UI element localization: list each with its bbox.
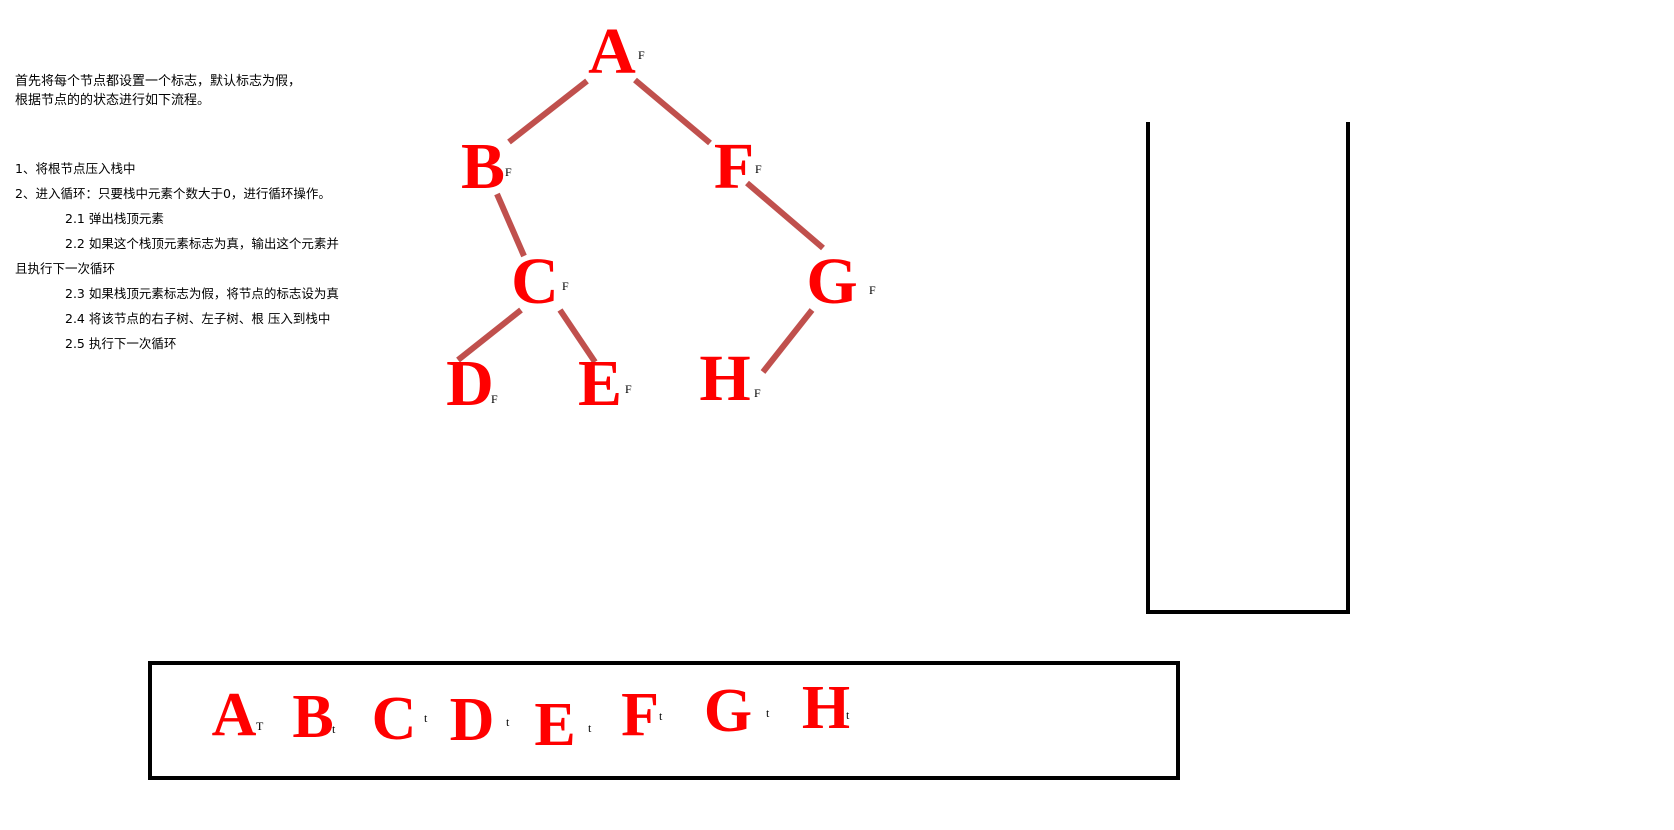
step-line: 2.3 如果栈顶元素标志为假，将节点的标志设为真 [65,286,339,301]
stack-container [1146,122,1350,614]
step-line: 2、进入循环：只要栈中元素个数大于0，进行循环操作。 [15,186,331,201]
tree-node-flag-h: F [754,386,761,400]
tree-node-flag-g: F [869,283,876,297]
tree-edge-a-f [633,77,712,146]
tree-node-flag-c: F [562,279,569,293]
output-item-c: C [372,685,417,753]
output-item-flag-e: t [588,721,592,735]
tree-edges [456,77,825,374]
tree-node-d: D [446,347,494,420]
output-item-flag-c: t [424,711,428,725]
tree-node-flag-e: F [625,382,632,396]
step-line: 2.1 弹出栈顶元素 [65,211,164,226]
output-item-flag-d: t [506,715,510,729]
intro-line-1: 首先将每个节点都设置一个标志，默认标志为假， [15,74,302,89]
step-line: 且执行下一次循环 [15,261,116,276]
output-item-h: H [802,674,850,742]
tree-node-a: A [588,15,636,88]
output-item-flag-b: t [332,722,336,736]
tree-edge-c-d [456,307,523,363]
tree-node-flag-d: F [491,392,498,406]
intro-line-2: 根据节点的的状态进行如下流程。 [15,93,211,108]
tree-node-b: B [461,130,505,203]
output-item-d: D [450,686,495,754]
step-line: 2.2 如果这个栈顶元素标志为真，输出这个元素并 [65,236,339,251]
output-item-f: F [621,681,659,749]
tree-edge-g-h [760,308,815,374]
output-item-e: E [534,691,575,759]
tree-node-flag-a: F [638,48,645,62]
step-line: 2.5 执行下一次循环 [65,336,177,351]
tree-edge-a-b [507,78,589,145]
output-item-flag-f: t [659,709,663,723]
output-item-b: B [292,683,333,751]
steps-list: 1、将根节点压入栈中 2、进入循环：只要栈中元素个数大于0，进行循环操作。 2.1 … [15,156,355,356]
output-box [148,661,1180,780]
tree-node-c: C [511,245,559,318]
tree-node-h: H [699,342,750,415]
tree-node-flag-b: F [505,165,512,179]
step-line: 2.4 将该节点的右子树、左子树、根 压入到栈中 [65,311,331,326]
tree-node-flag-f: F [755,162,762,176]
tree-edge-c-e [557,308,598,364]
tree-edge-f-g [745,180,825,251]
output-item-flag-a: T [256,719,264,733]
output-item-flag-g: t [766,706,770,720]
step-line: 1、将根节点压入栈中 [15,161,136,176]
tree-edge-b-c [494,192,527,258]
tree-node-f: F [714,130,754,203]
intro-text: 首先将每个节点都设置一个标志，默认标志为假， 根据节点的的状态进行如下流程。 [15,72,301,110]
output-item-a: A [212,681,257,749]
tree-node-e: E [578,347,622,420]
output-item-g: G [704,677,752,745]
tree-node-g: G [806,245,857,318]
output-item-flag-h: t [846,708,850,722]
